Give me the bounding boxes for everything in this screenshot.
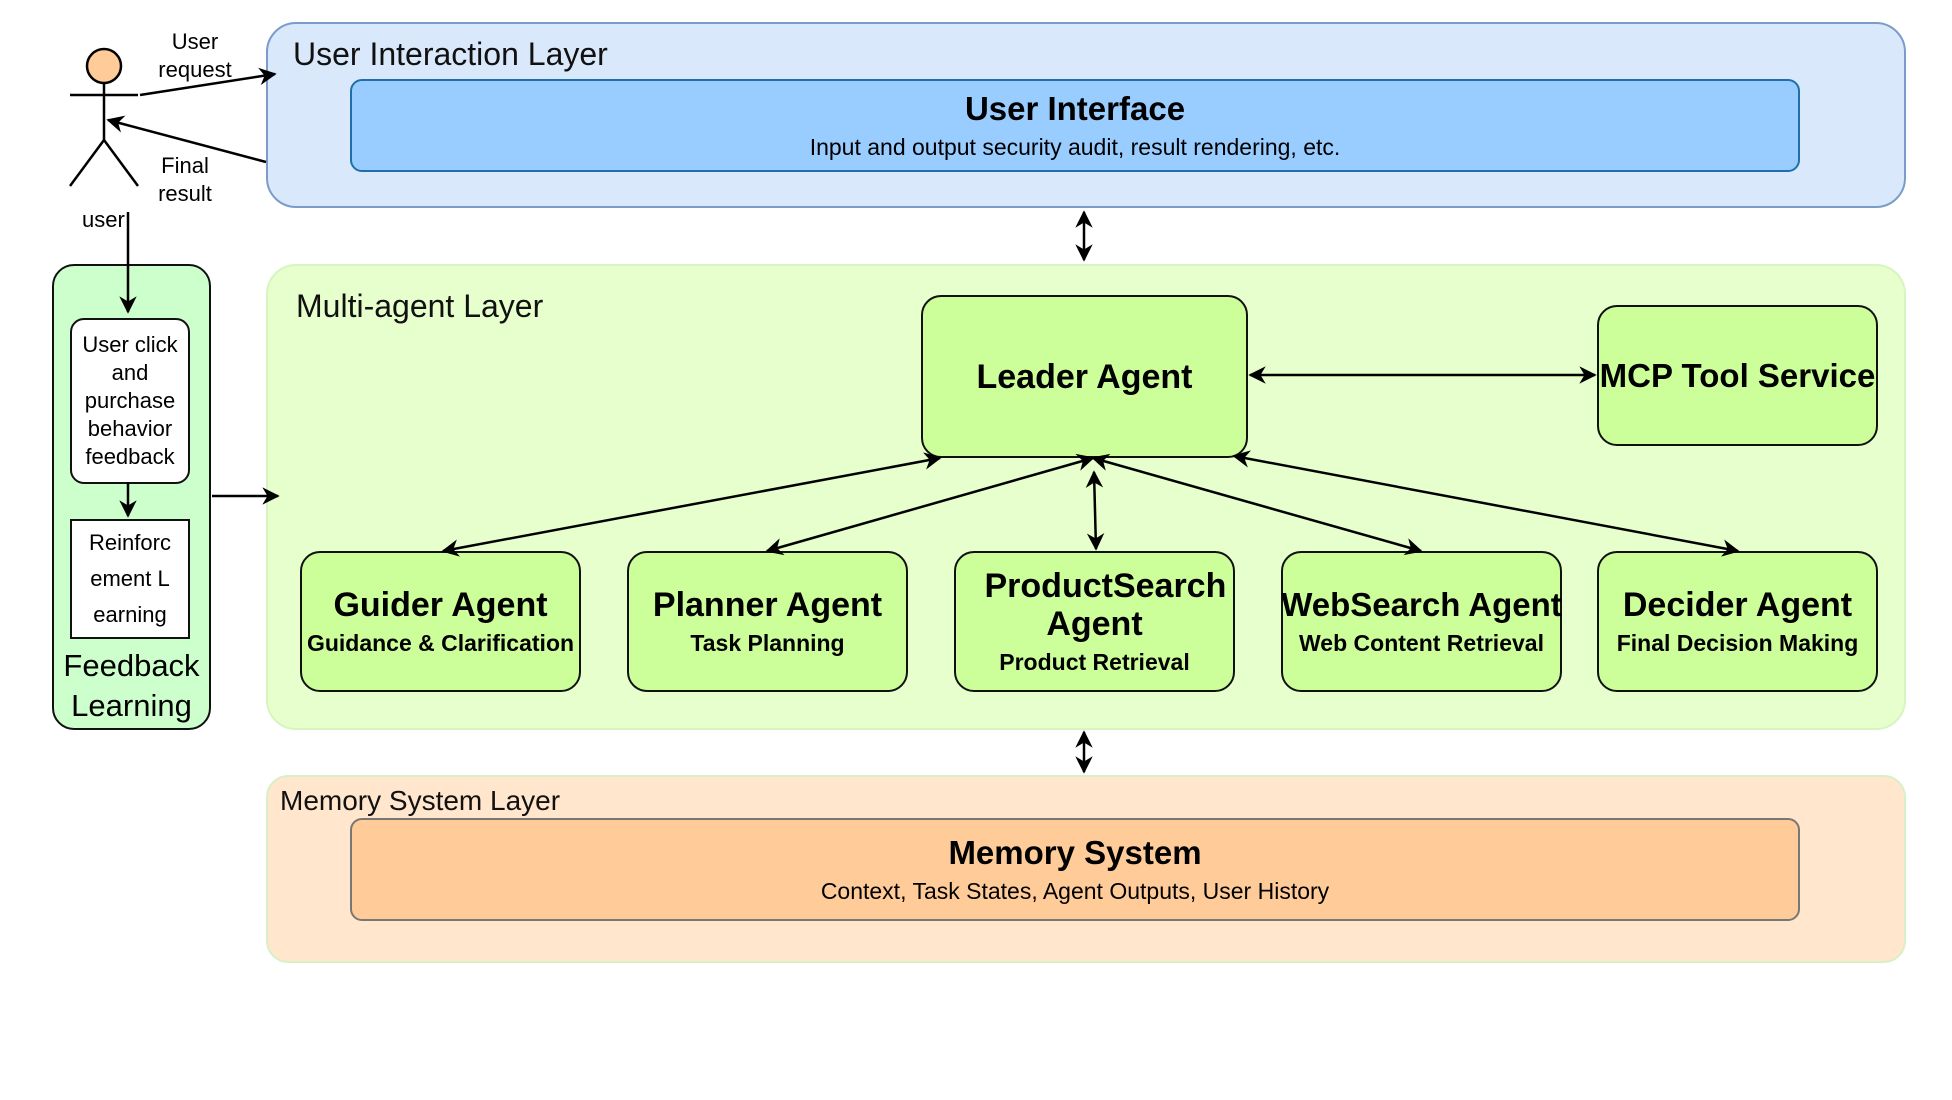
mcp-tool-service-label: MCP Tool Service: [1599, 356, 1876, 394]
user-interface-title: User Interface: [964, 90, 1186, 127]
leader-decider-arrow: [1232, 450, 1740, 557]
memory-system-desc: Context, Task States, Agent Outputs, Use…: [820, 878, 1330, 904]
websearch-agent-name: WebSearch Agent: [1281, 586, 1562, 623]
guider-agent-name: Guider Agent: [333, 586, 548, 624]
final-result-label: Final result: [140, 152, 230, 208]
user-request-line2: request: [158, 57, 232, 82]
behavior-feedback-box: User click and purchase behavior feedbac…: [70, 318, 190, 484]
leader-guider-arrow: [441, 452, 942, 557]
memory-system-box: Memory System Context, Task States, Agen…: [350, 818, 1800, 921]
user-request-line1: User: [171, 29, 219, 54]
user-interaction-layer-title: User Interaction Layer: [293, 36, 608, 72]
user-request-arrow: [139, 67, 277, 97]
leader-agent: Leader Agent: [921, 295, 1248, 458]
final-result-arrow: [106, 115, 267, 164]
final-result-line1: Final: [161, 153, 209, 178]
leader-agent-label: Leader Agent: [976, 357, 1193, 396]
planner-agent: Planner Agent Task Planning: [627, 551, 908, 692]
productsearch-agent-desc: Product Retrieval: [999, 649, 1190, 675]
reinforcement-learning-label: Reinforcement Learning: [89, 530, 171, 627]
websearch-agent-desc: Web Content Retrieval: [1299, 630, 1544, 656]
feedback-learning-panel: User click and purchase behavior feedbac…: [52, 264, 211, 730]
guider-agent: Guider Agent Guidance & Clarification: [300, 551, 581, 692]
reinforcement-learning-box: Reinforcement Learning: [70, 519, 190, 639]
final-result-line2: result: [158, 181, 212, 206]
decider-agent: Decider Agent Final Decision Making: [1597, 551, 1878, 692]
user-actor-icon: [68, 47, 140, 187]
feedback-learning-title: Feedback Learning: [63, 648, 200, 723]
leader-planner-arrow: [765, 453, 1095, 556]
decider-agent-name: Decider Agent: [1622, 586, 1853, 624]
user-interface-box: User Interface Input and output security…: [350, 79, 1800, 172]
decider-agent-desc: Final Decision Making: [1616, 630, 1859, 656]
multi-agent-layer-title: Multi-agent Layer: [296, 288, 544, 324]
planner-agent-desc: Task Planning: [690, 630, 845, 656]
memory-system-title: Memory System: [948, 834, 1202, 871]
behavior-feedback-label: User click and purchase behavior feedbac…: [82, 332, 178, 469]
leader-websearch-arrow: [1091, 453, 1423, 556]
mcp-tool-service: MCP Tool Service: [1597, 305, 1878, 446]
memory-system-layer-title: Memory System Layer: [280, 785, 561, 816]
guider-agent-desc: Guidance & Clarification: [306, 630, 575, 656]
leader-productsearch-arrow: [1085, 470, 1105, 551]
productsearch-agent: ProductSearch Agent Product Retrieval: [954, 551, 1235, 692]
productsearch-agent-name: ProductSearch Agent: [984, 567, 1227, 643]
user-request-label: User request: [150, 28, 240, 84]
user-interface-desc: Input and output security audit, result …: [809, 134, 1341, 160]
planner-agent-name: Planner Agent: [652, 586, 883, 624]
user-actor-label: user: [82, 207, 125, 232]
